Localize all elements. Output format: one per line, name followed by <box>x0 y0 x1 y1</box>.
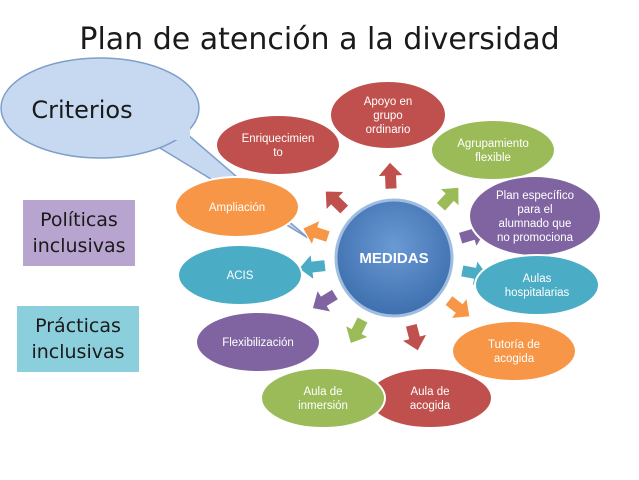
node-enriquecimiento: Enriquecimien to <box>215 114 341 176</box>
arrow-acis <box>297 252 327 282</box>
node-aula-inmersion-label-2: inmersión <box>298 400 348 412</box>
arrow-aula-acogida <box>400 322 428 352</box>
node-apoyo-label-2: grupo <box>373 110 402 122</box>
node-aula-acogida-shape <box>367 367 493 429</box>
center-circle <box>334 198 454 318</box>
practicas-line-1: Prácticas <box>35 315 121 337</box>
node-plan-label-2: para el <box>517 204 552 216</box>
node-ampliacion-label-1: Ampliación <box>209 202 265 214</box>
arrow-agrupamiento <box>435 186 460 212</box>
politicas-line-2: inclusivas <box>32 235 126 257</box>
node-agrupamiento: Agrupamiento flexible <box>430 119 556 181</box>
node-tutoria-shape <box>451 320 577 382</box>
center-label: MEDIDAS <box>359 250 428 267</box>
node-plan-label-3: alumnado que <box>499 218 572 230</box>
node-agrupamiento-shape <box>430 119 556 181</box>
practicas-line-2: inclusivas <box>31 341 125 363</box>
node-apoyo-label-1: Apoyo en <box>364 96 413 108</box>
center-node: MEDIDAS <box>334 198 454 318</box>
node-aulas-hosp-shape <box>474 254 600 316</box>
node-apoyo-label-3: ordinario <box>366 124 411 136</box>
politicas-inclusivas-box: Políticas inclusivas <box>23 200 135 266</box>
node-aula-inmersion-shape <box>260 367 386 429</box>
node-enriquecimiento-shape <box>215 114 341 176</box>
node-flexibilizacion: Flexibilización <box>195 311 321 373</box>
node-agrupamiento-label-2: flexible <box>475 152 511 164</box>
node-tutoria: Tutoría de acogida <box>451 320 577 382</box>
node-acis-label-1: ACIS <box>227 270 254 282</box>
node-enriquecimiento-label-2: to <box>273 147 283 159</box>
politicas-line-1: Políticas <box>40 209 118 231</box>
node-apoyo-shape <box>329 80 447 150</box>
arrow-ampliacion <box>301 219 331 247</box>
node-aulas-hosp: Aulas hospitalarias <box>474 254 600 316</box>
node-ampliacion: Ampliación <box>174 176 300 238</box>
node-acis-shape <box>177 244 303 306</box>
node-aulas-hosp-label-1: Aulas <box>523 273 552 285</box>
node-plan-label-4: no promociona <box>497 232 574 244</box>
node-aula-acogida-label-1: Aula de <box>410 386 449 398</box>
node-aula-inmersion: Aula de inmersión <box>260 367 386 429</box>
node-aulas-hosp-label-2: hospitalarias <box>505 287 570 299</box>
node-plan-shape <box>468 175 602 257</box>
node-aula-acogida: Aula de acogida <box>367 367 493 429</box>
arrow-flexibilizacion <box>311 288 340 313</box>
node-agrupamiento-label-1: Agrupamiento <box>457 138 529 150</box>
node-apoyo: Apoyo en grupo ordinario <box>329 80 447 150</box>
arrow-apoyo <box>376 161 405 190</box>
callout-label: Criterios <box>31 96 132 124</box>
arrow-aula-inmersion <box>344 316 370 345</box>
node-tutoria-label-1: Tutoría de <box>488 339 540 351</box>
node-tutoria-label-2: acogida <box>494 353 535 365</box>
node-flexibilizacion-label-1: Flexibilización <box>222 337 294 349</box>
node-plan-label-1: Plan específico <box>496 190 574 202</box>
arrow-enriquecimiento <box>324 190 350 215</box>
arrow-tutoria <box>444 294 471 320</box>
node-acis: ACIS <box>177 244 303 306</box>
node-aula-acogida-label-2: acogida <box>410 400 451 412</box>
node-enriquecimiento-label-1: Enriquecimien <box>242 133 315 145</box>
page-title: Plan de atención a la diversidad <box>79 22 560 57</box>
node-ampliacion-shape <box>174 176 300 238</box>
node-aula-inmersion-label-1: Aula de <box>303 386 342 398</box>
practicas-inclusivas-box: Prácticas inclusivas <box>17 306 139 372</box>
node-flexibilizacion-shape <box>195 311 321 373</box>
node-plan: Plan específico para el alumnado que no pro… <box>468 175 602 257</box>
